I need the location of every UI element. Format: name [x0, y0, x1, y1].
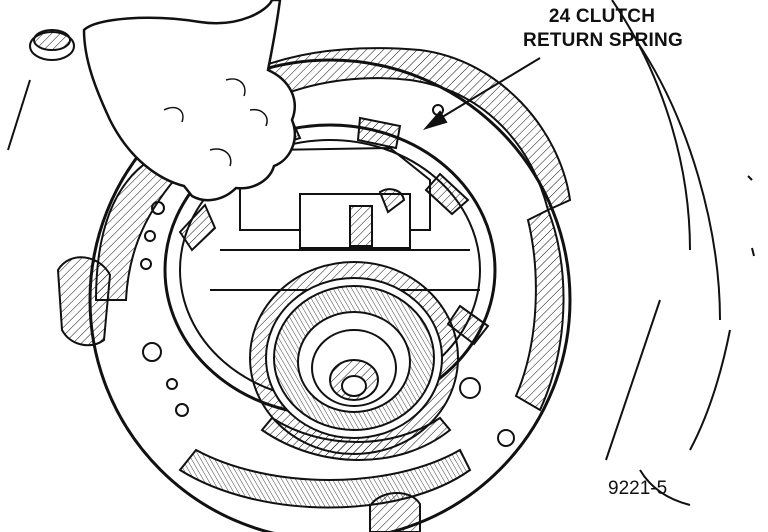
hand [82, 0, 297, 202]
callout-label-line2: RETURN SPRING [523, 30, 683, 51]
center-hub [311, 329, 397, 407]
figure-number: 9221-5 [608, 478, 668, 499]
lower-ring-segment [260, 416, 452, 461]
bolt-head [7, 29, 75, 151]
mounting-boss [56, 256, 112, 347]
callout-leader [422, 57, 541, 130]
bottom-fitting [369, 491, 421, 532]
hand-creases [163, 78, 268, 167]
callout-label-line1: 24 CLUTCH [548, 6, 656, 27]
case-contour-lines [605, 0, 755, 506]
spring-retainer [210, 146, 480, 291]
